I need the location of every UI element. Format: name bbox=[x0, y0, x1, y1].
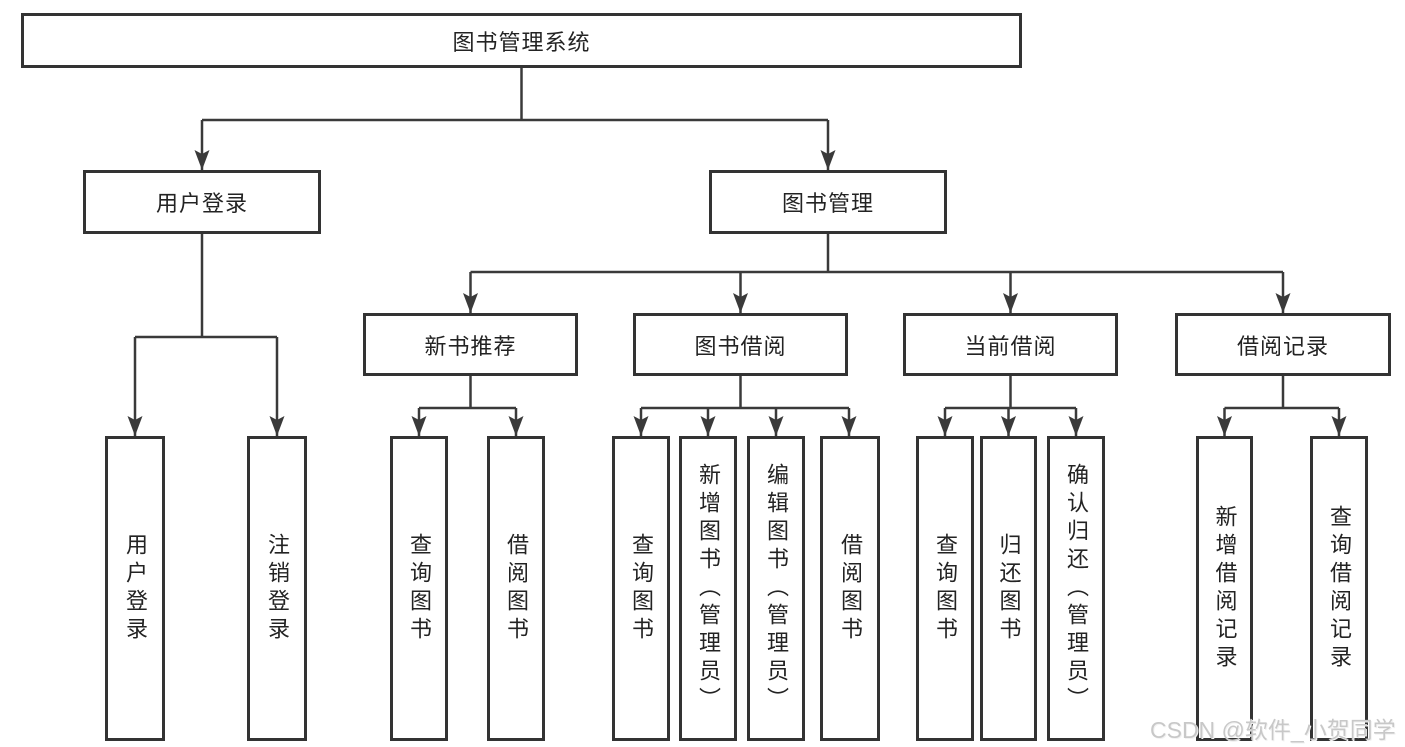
node-current-borrowing: 当前借阅 bbox=[903, 313, 1118, 376]
leaf-cb-query-books: 查询图书 bbox=[916, 436, 974, 741]
node-user-login: 用户登录 bbox=[83, 170, 321, 234]
leaf-bb-edit-books-admin: 编辑图书（管理员） bbox=[747, 436, 805, 741]
branch-new-book-rec bbox=[411, 376, 524, 436]
node-new-book-recommendation: 新书推荐 bbox=[363, 313, 578, 376]
leaf-bb-query-books: 查询图书 bbox=[612, 436, 670, 741]
branch-user-login bbox=[127, 234, 285, 436]
leaf-rec-borrow-books: 借阅图书 bbox=[487, 436, 545, 741]
leaf-br-add-record: 新增借阅记录 bbox=[1196, 436, 1253, 741]
leaf-br-query-record: 查询借阅记录 bbox=[1310, 436, 1368, 741]
node-book-borrowing: 图书借阅 bbox=[633, 313, 848, 376]
leaf-cb-confirm-return-admin: 确认归还（管理员） bbox=[1047, 436, 1105, 741]
leaf-cb-return-books: 归还图书 bbox=[980, 436, 1037, 741]
branch-book-mgmt bbox=[463, 234, 1291, 313]
csdn-watermark: CSDN @软件_小贺同学 bbox=[1150, 717, 1396, 743]
leaf-logout: 注销登录 bbox=[247, 436, 307, 741]
leaf-bb-add-books-admin: 新增图书（管理员） bbox=[679, 436, 737, 741]
branch-root bbox=[194, 68, 836, 170]
leaf-rec-query-books: 查询图书 bbox=[390, 436, 448, 741]
node-borrowing-records: 借阅记录 bbox=[1175, 313, 1391, 376]
node-root: 图书管理系统 bbox=[21, 13, 1022, 68]
leaf-bb-borrow-books: 借阅图书 bbox=[820, 436, 880, 741]
branch-borrow-record bbox=[1217, 376, 1347, 436]
branch-book-borrow bbox=[633, 376, 857, 436]
node-book-management: 图书管理 bbox=[709, 170, 947, 234]
branch-current-borrow bbox=[937, 376, 1084, 436]
leaf-user-login: 用户登录 bbox=[105, 436, 165, 741]
